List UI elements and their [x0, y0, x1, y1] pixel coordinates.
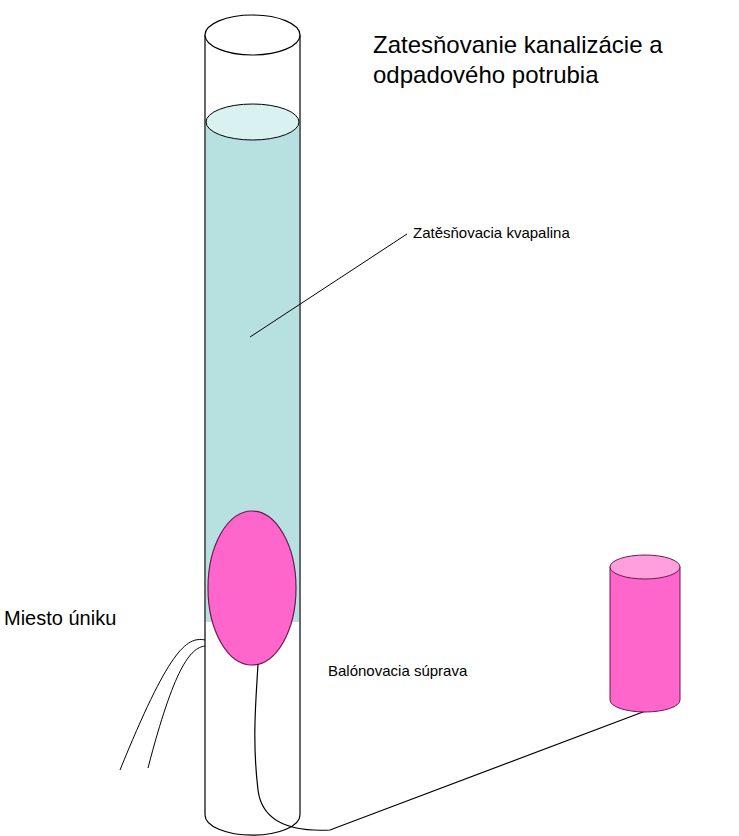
liquid-surface: [206, 104, 299, 140]
leak-line: [148, 646, 205, 768]
canister-body: [610, 567, 680, 712]
balloon: [208, 511, 296, 665]
pipe-top: [205, 15, 300, 55]
diagram-title: Zatesňovanie kanalizácie a odpadového po…: [373, 30, 713, 90]
part-label: Balónovacia súprava: [328, 662, 467, 680]
leader-line: [250, 234, 407, 337]
canister-top: [610, 555, 680, 579]
leak-line: [120, 639, 205, 770]
part-label: Zatěsňovacia kvapalina: [413, 224, 570, 242]
part-label: Miesto úniku: [4, 606, 116, 630]
pipe-wall: [299, 35, 300, 815]
pipe-wall: [204, 35, 205, 815]
